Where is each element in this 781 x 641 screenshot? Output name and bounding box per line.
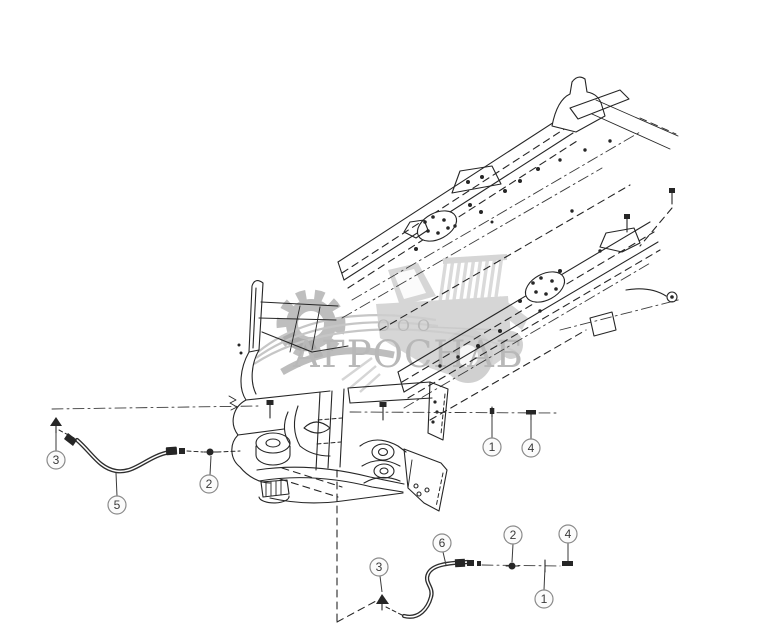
watermark-company-type: ООО: [377, 316, 437, 335]
fitting-item-2-bottom: [505, 562, 520, 570]
svg-text:4: 4: [528, 441, 535, 455]
svg-text:4: 4: [565, 527, 572, 541]
callout-layer: 3 5 2 1 4 3 6 2 4 1: [46, 415, 578, 609]
grease-hose-left-item-5: [64, 433, 185, 474]
callout-1: 1: [482, 417, 502, 457]
fitting-item-2-left: [186, 448, 241, 456]
svg-text:3: 3: [53, 453, 60, 467]
watermark-rule: [427, 326, 501, 331]
svg-text:3: 3: [376, 560, 383, 574]
callout-3: 3: [369, 557, 389, 593]
callout-1: 1: [534, 566, 554, 609]
fasteners: [50, 406, 573, 616]
chassis-frame-drawing: [337, 76, 683, 421]
svg-text:1: 1: [541, 592, 548, 606]
reference-lines: [51, 405, 561, 623]
callout-4: 4: [521, 415, 541, 458]
bolt-item-4-bottom: [562, 561, 573, 566]
watermark-company-name: АГРОСНАБ: [292, 333, 524, 376]
grease-hose-bottom-item-6: [401, 558, 481, 619]
svg-text:1: 1: [489, 440, 496, 454]
callout-4: 4: [558, 524, 578, 561]
callout-3: 3: [46, 433, 66, 470]
grease-fitting-bottom: [376, 594, 403, 616]
callout-2: 2: [199, 455, 219, 494]
watermark: ООО АГРОСНАБ: [253, 254, 528, 393]
svg-text:6: 6: [439, 536, 446, 550]
svg-text:2: 2: [510, 528, 517, 542]
grease-fitting-left: [50, 417, 75, 439]
callout-5: 5: [107, 472, 127, 515]
bolt-item-1: [489, 406, 495, 418]
callout-2: 2: [503, 525, 523, 563]
harvester-logo-icon: [341, 254, 528, 393]
front-axle-support-drawing: [228, 280, 449, 512]
svg-text:5: 5: [114, 498, 121, 512]
callout-6: 6: [432, 533, 452, 566]
svg-text:2: 2: [206, 477, 213, 491]
